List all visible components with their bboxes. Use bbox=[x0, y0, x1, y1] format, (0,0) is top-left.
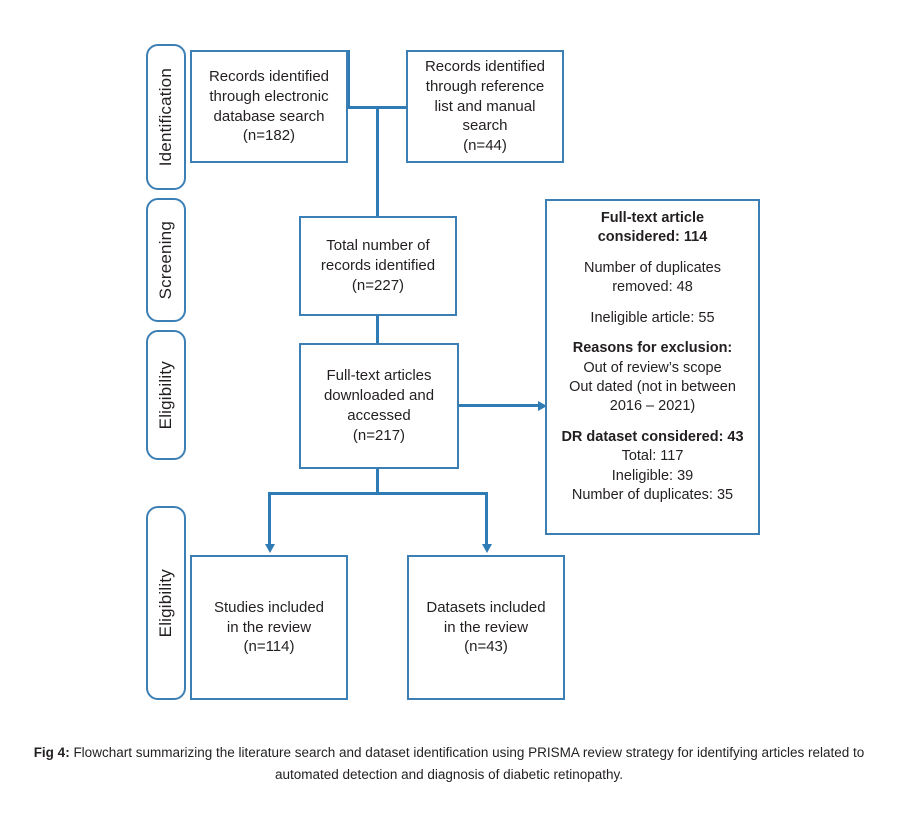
arrow-to-studies-included bbox=[264, 544, 275, 553]
exclusion-dr-dataset-considered: DR dataset considered: 43 bbox=[561, 428, 744, 445]
exclusion-fulltext-considered: Full-text article considered: 114 bbox=[597, 210, 708, 246]
exclusion-reason-scope: Out of review’s scope bbox=[583, 359, 722, 376]
figure-caption: Fig 4: Flowchart summarizing the literat… bbox=[30, 742, 868, 787]
exclusion-ineligible-article: Ineligible article: 55 bbox=[590, 309, 715, 326]
connector-records-electronic-down bbox=[347, 50, 350, 108]
arrow-fulltext-to-exclusion bbox=[538, 400, 547, 411]
box-studies-included-text: Studies included in the review (n=114) bbox=[213, 598, 325, 656]
box-fulltext-downloaded: Full-text articles downloaded and access… bbox=[299, 343, 459, 469]
exclusion-reason-outdated: Out dated (not in between 2016 – 2021) bbox=[569, 378, 736, 415]
box-records-electronic-text: Records identified through electronic da… bbox=[208, 67, 330, 145]
stage-label-identification: Identification bbox=[146, 44, 186, 190]
connector-split-horizontal bbox=[268, 492, 488, 495]
connector-split-left-down bbox=[268, 492, 271, 546]
connector-identification-to-total bbox=[376, 106, 379, 216]
box-datasets-included-text: Datasets included in the review (n=43) bbox=[426, 598, 546, 656]
box-studies-included: Studies included in the review (n=114) bbox=[190, 555, 348, 700]
exclusion-dr-ineligible: Ineligible: 39 bbox=[611, 467, 694, 484]
figure-caption-label: Fig 4: bbox=[33, 745, 70, 760]
connector-fulltext-down bbox=[376, 468, 379, 494]
box-fulltext-downloaded-text: Full-text articles downloaded and access… bbox=[323, 367, 435, 444]
exclusion-reasons-heading: Reasons for exclusion: bbox=[572, 340, 733, 357]
connector-fulltext-to-exclusion bbox=[458, 404, 540, 407]
box-total-records-text: Total number of records identified (n=22… bbox=[320, 237, 436, 294]
box-records-reference-text: Records identified through reference lis… bbox=[424, 58, 546, 155]
stage-label-eligibility-2-text: Eligibility bbox=[156, 568, 175, 638]
exclusion-duplicates-removed: Number of duplicates removed: 48 bbox=[583, 259, 721, 296]
connector-total-to-fulltext bbox=[376, 315, 379, 343]
box-total-records: Total number of records identified (n=22… bbox=[299, 216, 457, 316]
arrow-to-datasets-included bbox=[481, 544, 492, 553]
box-records-reference: Records identified through reference lis… bbox=[406, 50, 564, 163]
stage-label-eligibility-1-text: Eligibility bbox=[156, 360, 175, 430]
stage-label-eligibility-2: Eligibility bbox=[146, 506, 186, 700]
stage-label-eligibility-1: Eligibility bbox=[146, 330, 186, 460]
exclusion-dr-duplicates: Number of duplicates: 35 bbox=[571, 487, 734, 504]
box-datasets-included: Datasets included in the review (n=43) bbox=[407, 555, 565, 700]
stage-label-identification-text: Identification bbox=[156, 67, 175, 167]
exclusion-dr-total: Total: 117 bbox=[621, 448, 684, 465]
box-exclusion-details: Full-text article considered: 114 Number… bbox=[545, 199, 760, 535]
box-records-electronic: Records identified through electronic da… bbox=[190, 50, 348, 163]
stage-label-screening: Screening bbox=[146, 198, 186, 322]
connector-split-right-down bbox=[485, 492, 488, 546]
figure-caption-text: Flowchart summarizing the literature sea… bbox=[69, 745, 865, 783]
stage-label-screening-text: Screening bbox=[156, 220, 175, 300]
